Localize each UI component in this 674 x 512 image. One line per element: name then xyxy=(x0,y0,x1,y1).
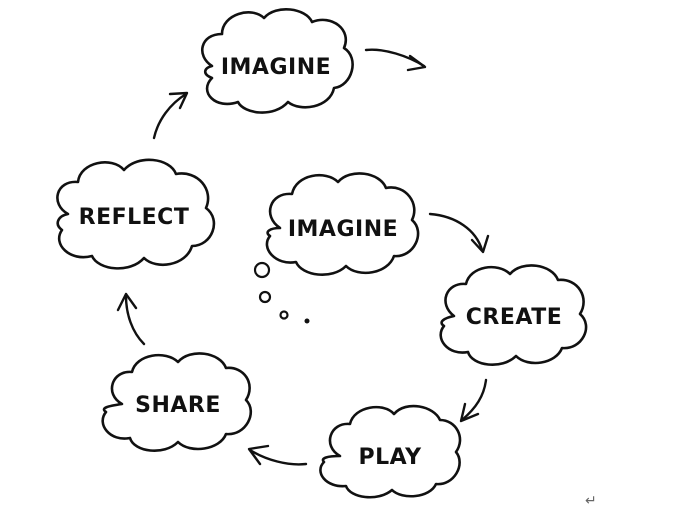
corner-return-mark: ↵ xyxy=(585,493,597,509)
arrow-imagine-top-to-next xyxy=(364,48,427,72)
arrow-play-to-share xyxy=(247,444,308,466)
cloud-outline xyxy=(439,264,588,366)
cloud-create: CREATE xyxy=(439,264,588,366)
thought-bubbles xyxy=(253,261,310,324)
flow-arrows xyxy=(116,48,490,466)
thought-bubble-small xyxy=(279,310,289,320)
cloud-share: SHARE xyxy=(101,352,253,452)
thought-bubble-large xyxy=(253,261,271,279)
cloud-reflect: REFLECT xyxy=(56,158,216,270)
node-label-reflect: REFLECT xyxy=(79,205,190,230)
node-label-share: SHARE xyxy=(135,393,221,418)
cloud-play: PLAY xyxy=(319,404,462,499)
node-label-create: CREATE xyxy=(466,305,562,330)
cloud-outline xyxy=(56,158,216,270)
cloud-outline xyxy=(201,8,354,114)
cloud-imagine-top: IMAGINE xyxy=(201,8,354,114)
arrow-reflect-to-imagine-top xyxy=(152,91,189,140)
node-label-play: PLAY xyxy=(359,445,423,470)
arrow-imagine-center-to-create xyxy=(428,212,490,254)
thought-bubble-medium xyxy=(258,290,272,304)
node-label-imagine-center: IMAGINE xyxy=(288,217,398,242)
cloud-outline xyxy=(265,172,420,277)
cloud-outline xyxy=(319,404,462,499)
arrow-share-to-reflect xyxy=(116,292,146,346)
node-label-imagine-top: IMAGINE xyxy=(221,55,331,80)
cloud-imagine-center: IMAGINE xyxy=(265,172,420,277)
thought-bubble-dot xyxy=(304,318,310,324)
arrow-create-to-play xyxy=(459,378,488,423)
cloud-outline xyxy=(101,352,253,452)
